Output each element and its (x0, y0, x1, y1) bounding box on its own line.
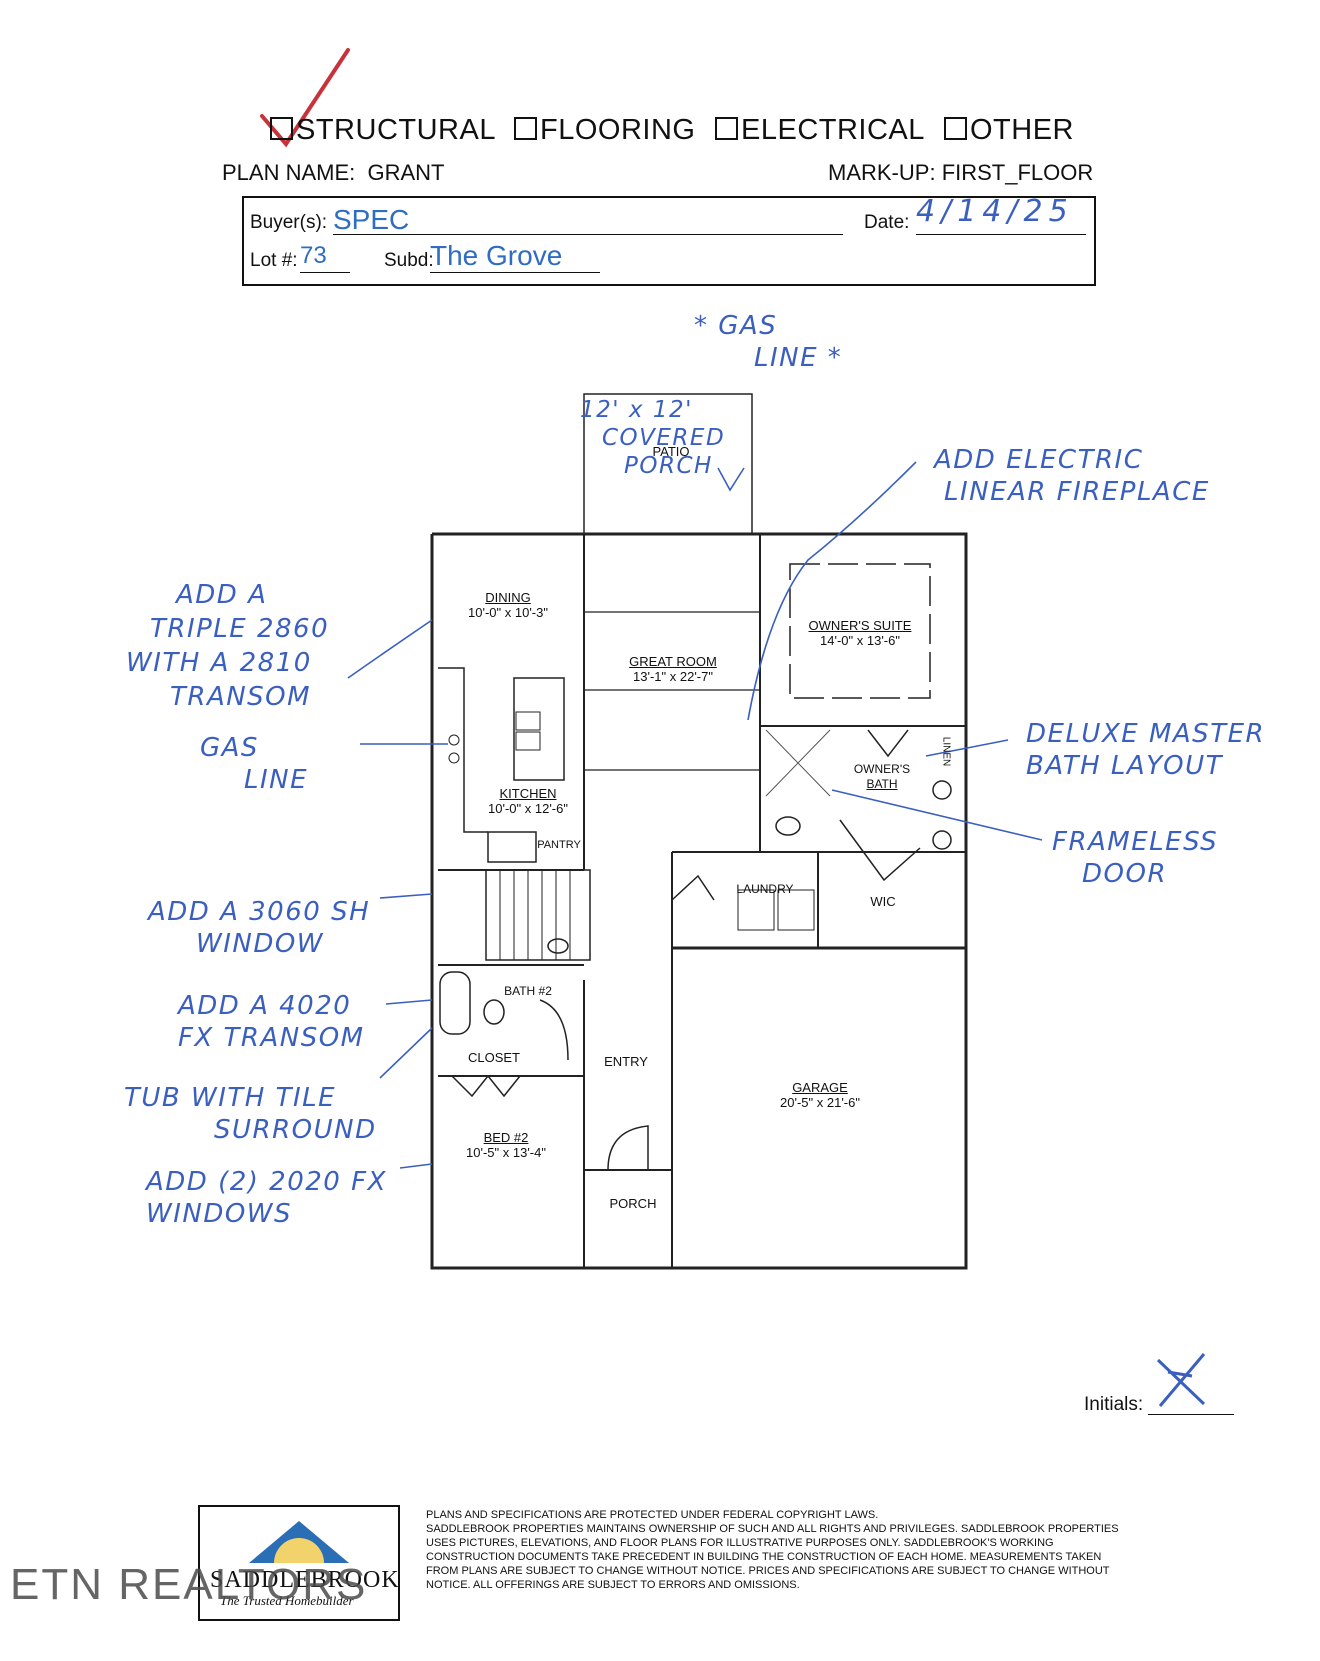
exterior-wall-left (430, 534, 672, 1270)
floor-plan (347, 393, 1043, 1270)
lot-label: Lot #: (250, 250, 298, 271)
room-bath2: BATH #2 (504, 984, 552, 998)
room-patio: PATIO (652, 444, 690, 459)
room-closet: CLOSET (467, 1050, 520, 1065)
buyer-field[interactable]: SPEC (333, 204, 843, 235)
date-label: Date: (864, 212, 910, 233)
room-laundry: LAUNDRY (736, 882, 794, 896)
initials-label: Initials: (1084, 1394, 1144, 1415)
lot-field[interactable]: 73 (300, 242, 350, 273)
brand-logo: SADDLEBROOK The Trusted Homebuilder (198, 1505, 400, 1621)
markup-sheet: STRUCTURAL FLOORING ELECTRICAL OTHER PLA… (8, 0, 1312, 1661)
brand-name: SADDLEBROOK (210, 1567, 400, 1593)
room-pantry: PANTRY (537, 839, 581, 851)
date-field[interactable]: 4/14/25 (916, 194, 1086, 235)
buyer-label: Buyer(s): (250, 212, 328, 233)
info-box: Buyer(s): SPEC Date: 4/14/25 Lot #: 73 S… (242, 194, 1096, 286)
disclaimer: PLANS AND SPECIFICATIONS ARE PROTECTED U… (426, 1509, 1119, 1591)
checkbox-other[interactable]: OTHER (944, 114, 1074, 147)
subd-field[interactable]: The Grove (430, 240, 600, 273)
room-entry: ENTRY (604, 1054, 648, 1069)
exterior-wall-main (432, 532, 968, 948)
checkbox-flooring[interactable]: FLOORING (514, 114, 695, 147)
checkbox-electrical[interactable]: ELECTRICAL (715, 114, 925, 147)
room-porch: PORCH (609, 1196, 657, 1211)
checkbox-structural[interactable]: STRUCTURAL (270, 114, 496, 147)
checkbox-icon (514, 117, 537, 140)
checkbox-icon (715, 117, 738, 140)
brand-tagline: The Trusted Homebuilder (220, 1593, 354, 1608)
subd-label: Subd: (384, 250, 434, 271)
watermark: ETN REALTORS (10, 1560, 368, 1609)
markup-name: MARK-UP: FIRST_FLOOR (828, 160, 1094, 185)
room-linen: LINEN (940, 736, 952, 767)
initials-mark-icon (1156, 1353, 1206, 1407)
checkbox-icon (944, 117, 967, 140)
plan-name: PLAN NAME: GRANT (222, 160, 445, 185)
initials-field[interactable] (1148, 1414, 1234, 1415)
sunburst-logo-icon (249, 1521, 349, 1563)
checkbox-icon (270, 117, 293, 140)
room-wic: WIC (870, 894, 896, 909)
